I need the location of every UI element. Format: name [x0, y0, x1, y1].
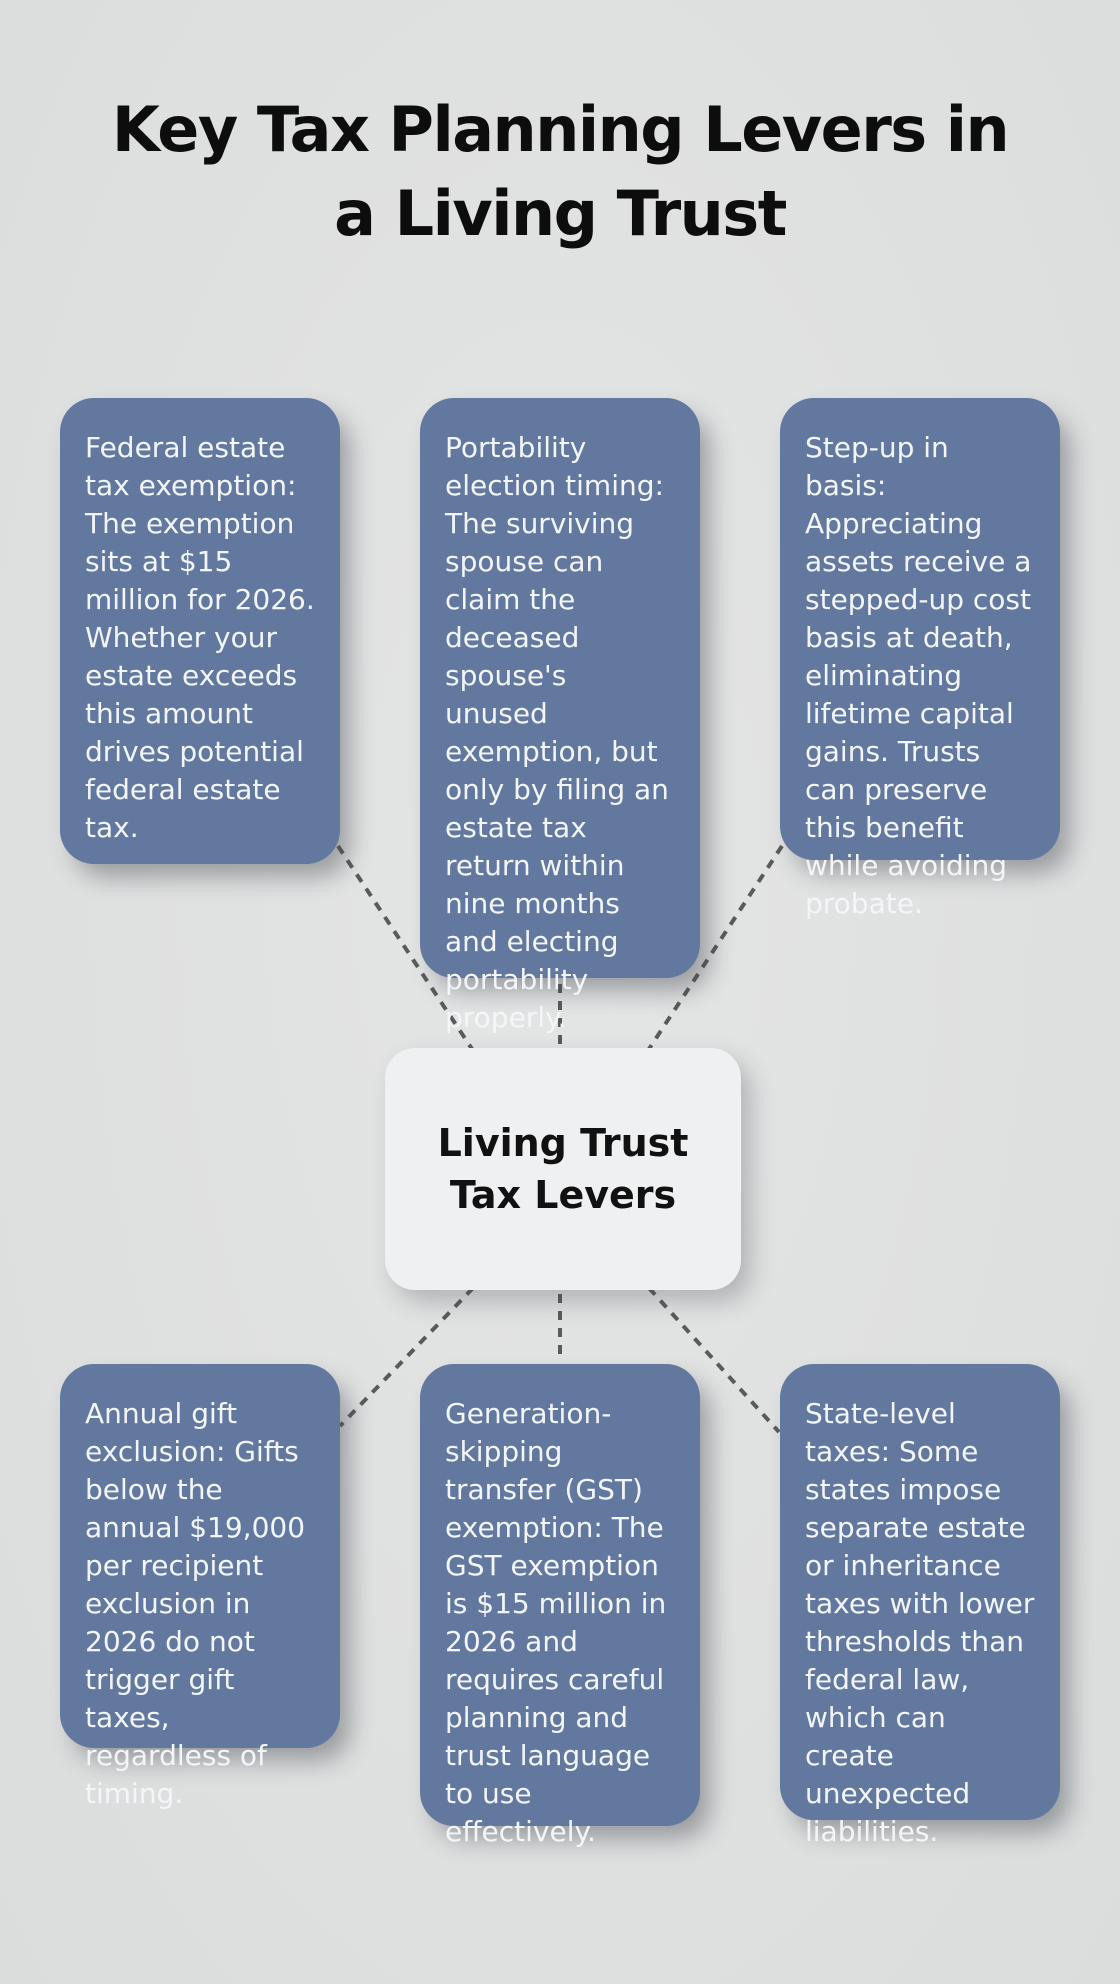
page-title: Key Tax Planning Levers in a Living Trus…: [111, 93, 1010, 250]
node-annual-gift-exclusion: Annual gift exclusion: Gifts below the a…: [60, 1364, 340, 1810]
center-node: Living Trust Tax Levers: [385, 1048, 741, 1290]
connector-bottom-right: [647, 1286, 781, 1434]
node-text: Portability election timing: The survivi…: [445, 431, 669, 1034]
node-text: Annual gift exclusion: Gifts below the a…: [85, 1397, 306, 1810]
node-step-up-in-basis: Step-up in basis: Appreciating assets re…: [780, 398, 1060, 920]
connector-bottom-left: [338, 1286, 475, 1428]
node-text: Generation-skipping transfer (GST) exemp…: [445, 1397, 667, 1848]
node-federal-estate-tax-exemption: Federal estate tax exemption: The exempt…: [60, 398, 340, 864]
connector-top-left: [336, 844, 476, 1054]
node-portability-election-timing: Portability election timing: The survivi…: [420, 398, 700, 1034]
node-text: State-level taxes: Some states impose se…: [805, 1397, 1035, 1848]
node-text: Step-up in basis: Appreciating assets re…: [805, 431, 1032, 920]
connector-top-right: [645, 844, 784, 1054]
node-state-level-taxes: State-level taxes: Some states impose se…: [780, 1364, 1060, 1848]
center-node-label: Living Trust Tax Levers: [437, 1121, 689, 1217]
node-text: Federal estate tax exemption: The exempt…: [85, 431, 315, 844]
node-gst-exemption: Generation-skipping transfer (GST) exemp…: [420, 1364, 700, 1848]
